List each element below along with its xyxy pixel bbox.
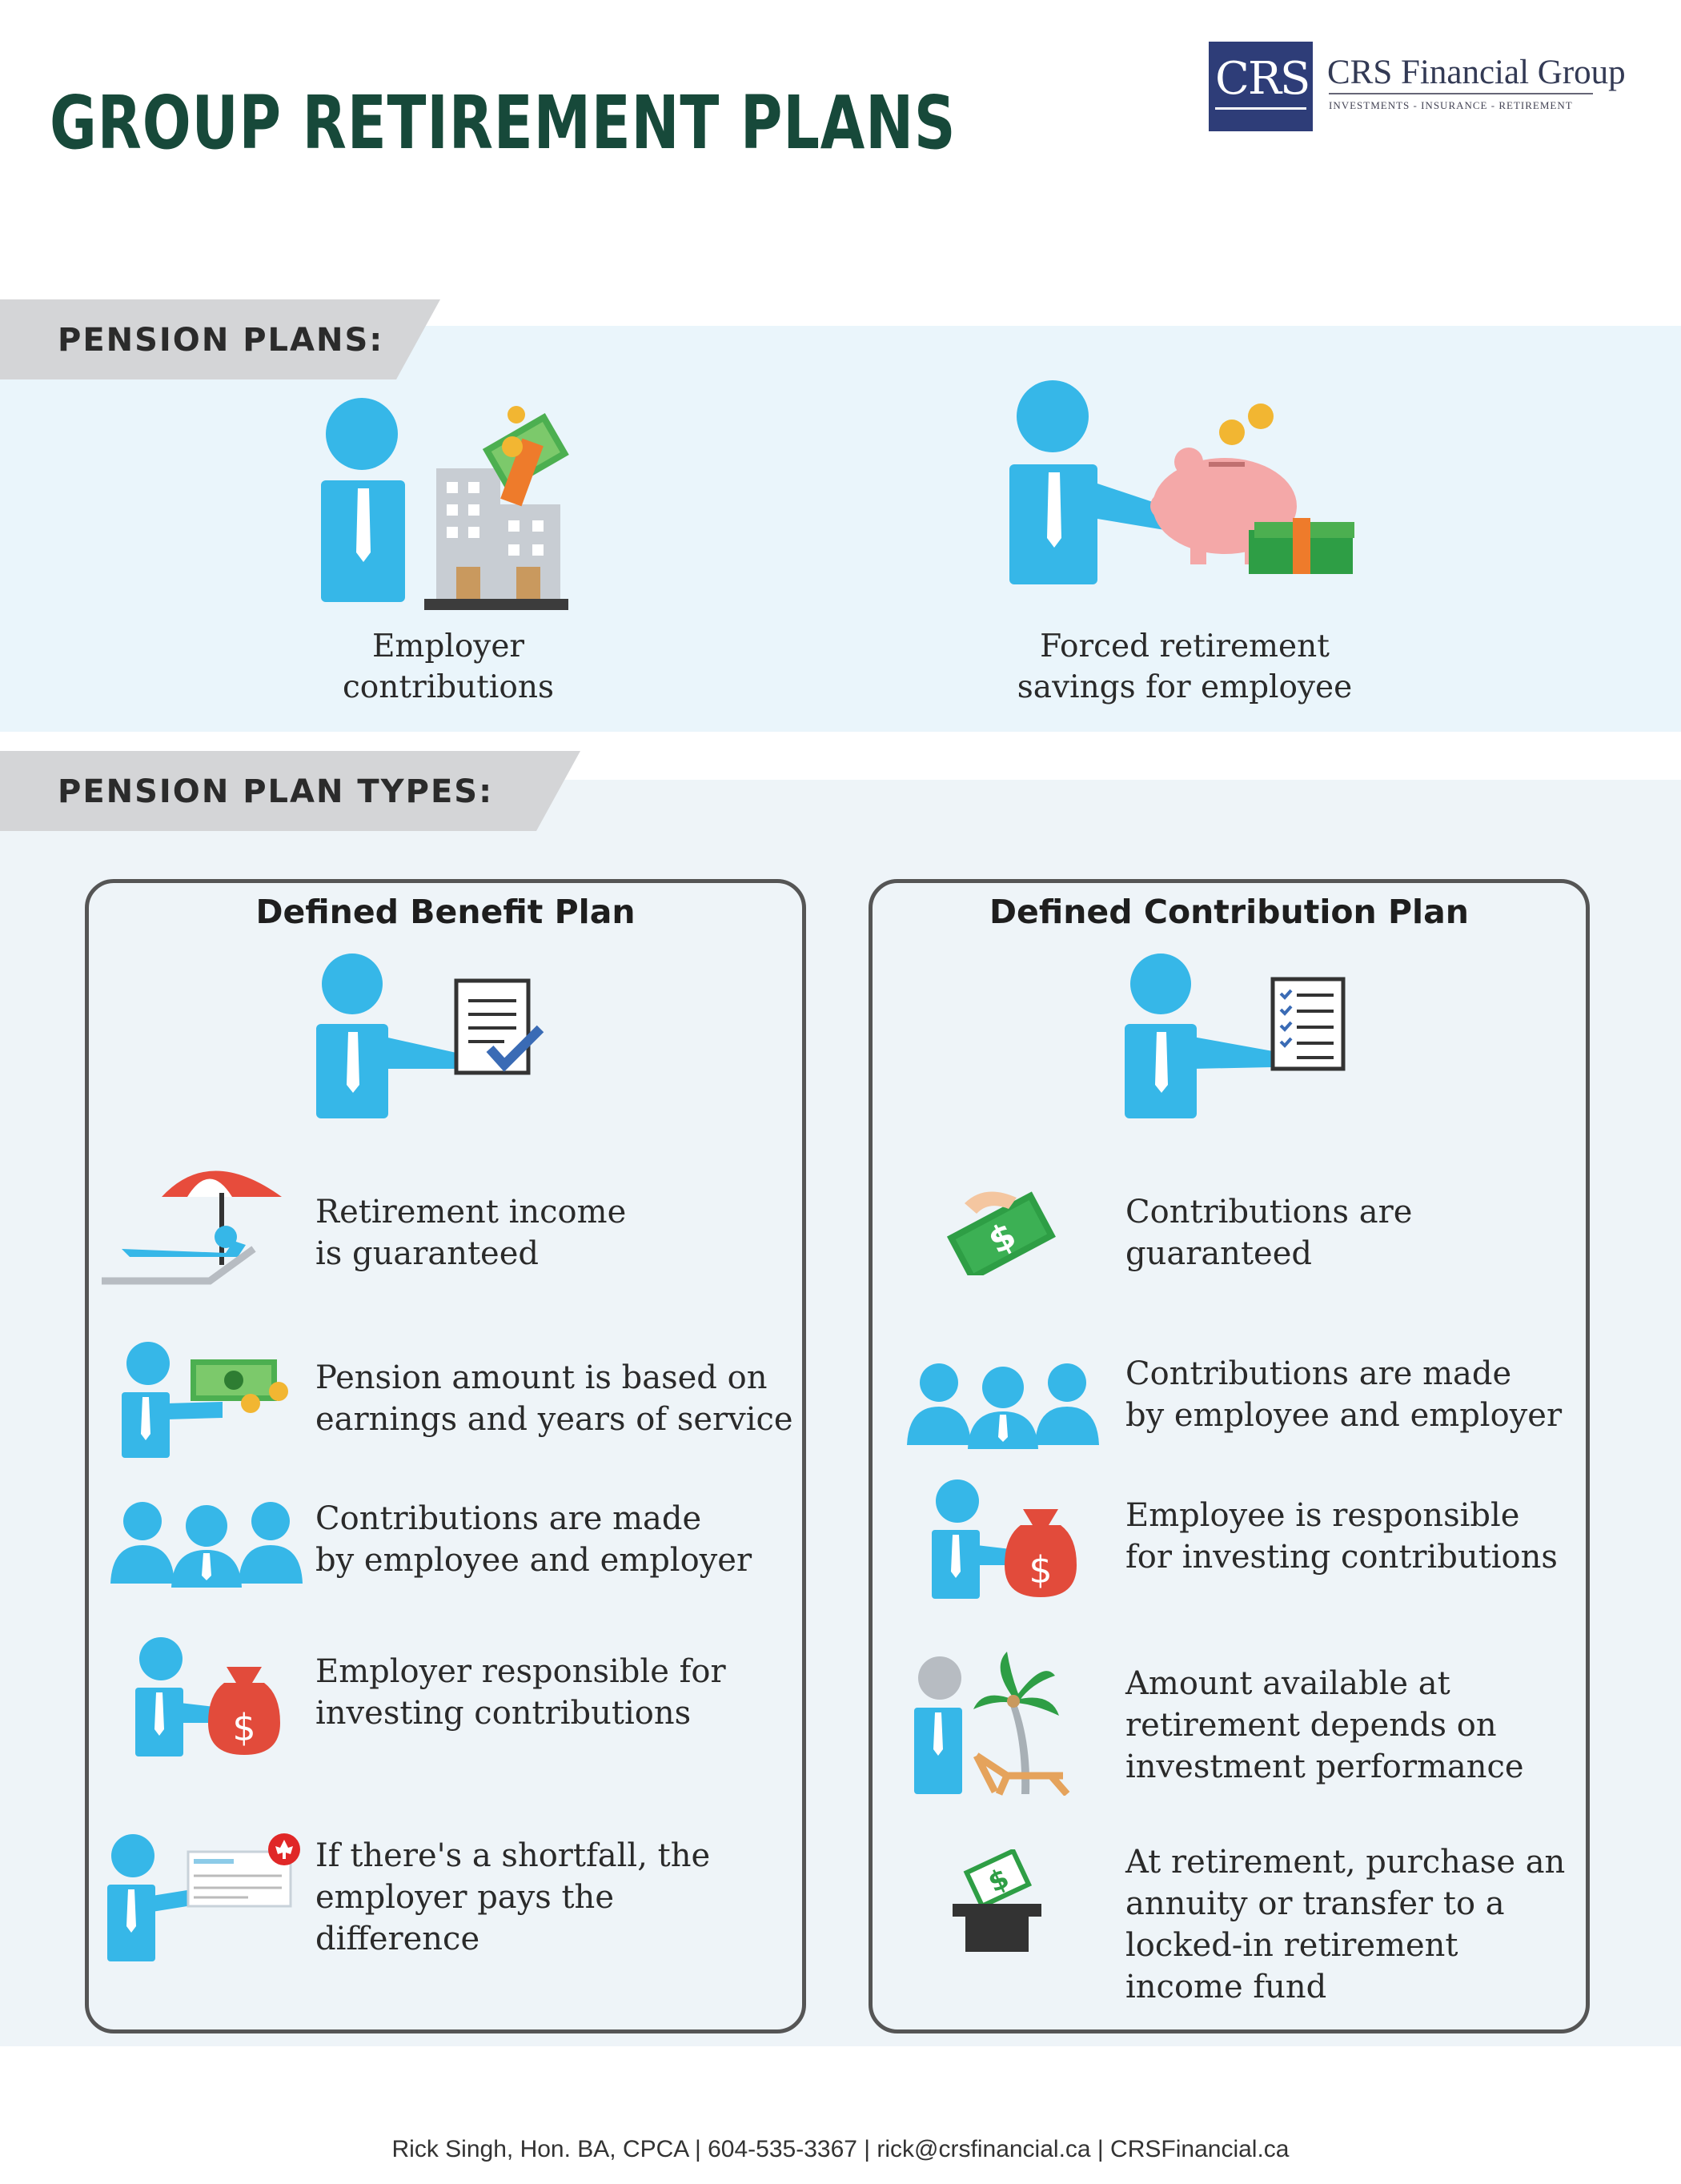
svg-text:$: $ [1029, 1548, 1052, 1592]
dc-item-3: Employee is responsible for investing co… [1125, 1497, 1558, 1576]
dc-item-2: Contributions are made by employee and e… [1125, 1355, 1563, 1434]
hand-cash-icon: $ [946, 1191, 1056, 1275]
pension-plans-heading: PENSION PLANS: [58, 322, 384, 359]
dc-item-5: At retirement, purchase an annuity or tr… [1125, 1844, 1566, 2005]
db-item-3: Contributions are made by employee and e… [315, 1500, 752, 1579]
contact-footer: Rick Singh, Hon. BA, CPCA | 604-535-3367… [391, 2136, 1290, 2162]
dc-item-1: Contributions are guaranteed [1125, 1194, 1413, 1272]
person-document-check-icon [316, 953, 544, 1118]
person-cash-icon [122, 1342, 288, 1458]
beach-umbrella-icon [102, 1170, 282, 1285]
db-item-2: Pension amount is based on earnings and … [315, 1359, 793, 1438]
db-item-4: Employer responsible for investing contr… [315, 1653, 726, 1732]
cash-box-icon: $ [953, 1849, 1041, 1952]
defined-benefit-panel [85, 879, 806, 2033]
page-title: GROUP RETIREMENT PLANS [50, 80, 957, 166]
defined-contribution-title: Defined Contribution Plan [989, 893, 1469, 931]
defined-benefit-title: Defined Benefit Plan [255, 893, 636, 931]
group-people-icon [907, 1363, 1099, 1449]
db-item-1: Retirement income is guaranteed [315, 1194, 627, 1272]
db-item-5: If there's a shortfall, the employer pay… [315, 1837, 711, 1957]
group-people-icon [110, 1502, 303, 1588]
piggy-bank-icon [1009, 380, 1354, 584]
employer-building-icon [321, 398, 569, 610]
employer-contributions-caption: Employer contributions [342, 628, 555, 705]
pension-plan-types-heading-tab: PENSION PLAN TYPES: [0, 751, 580, 831]
dc-item-4: Amount available at retirement depends o… [1125, 1665, 1524, 1785]
person-money-bag-icon: $ [932, 1479, 1077, 1599]
forced-savings-caption: Forced retirement savings for employee [1017, 628, 1353, 705]
svg-text:$: $ [232, 1706, 255, 1749]
person-money-bag-icon: $ [135, 1637, 280, 1756]
person-cheque-icon [107, 1833, 300, 1961]
palm-lounger-icon [914, 1652, 1070, 1796]
defined-contribution-panel [869, 879, 1590, 2033]
pension-plans-heading-tab: PENSION PLANS: [0, 299, 440, 379]
logo-tagline: INVESTMENTS - INSURANCE - RETIREMENT [1329, 99, 1573, 111]
pension-plan-types-heading: PENSION PLAN TYPES: [58, 773, 494, 810]
logo-name: CRS Financial Group [1327, 54, 1626, 91]
logo-mark: CRS [1215, 53, 1310, 105]
crs-logo: CRS CRS Financial Group INVESTMENTS - IN… [1209, 42, 1626, 131]
person-checklist-icon [1125, 953, 1346, 1118]
pension-plans-section [0, 326, 1681, 732]
